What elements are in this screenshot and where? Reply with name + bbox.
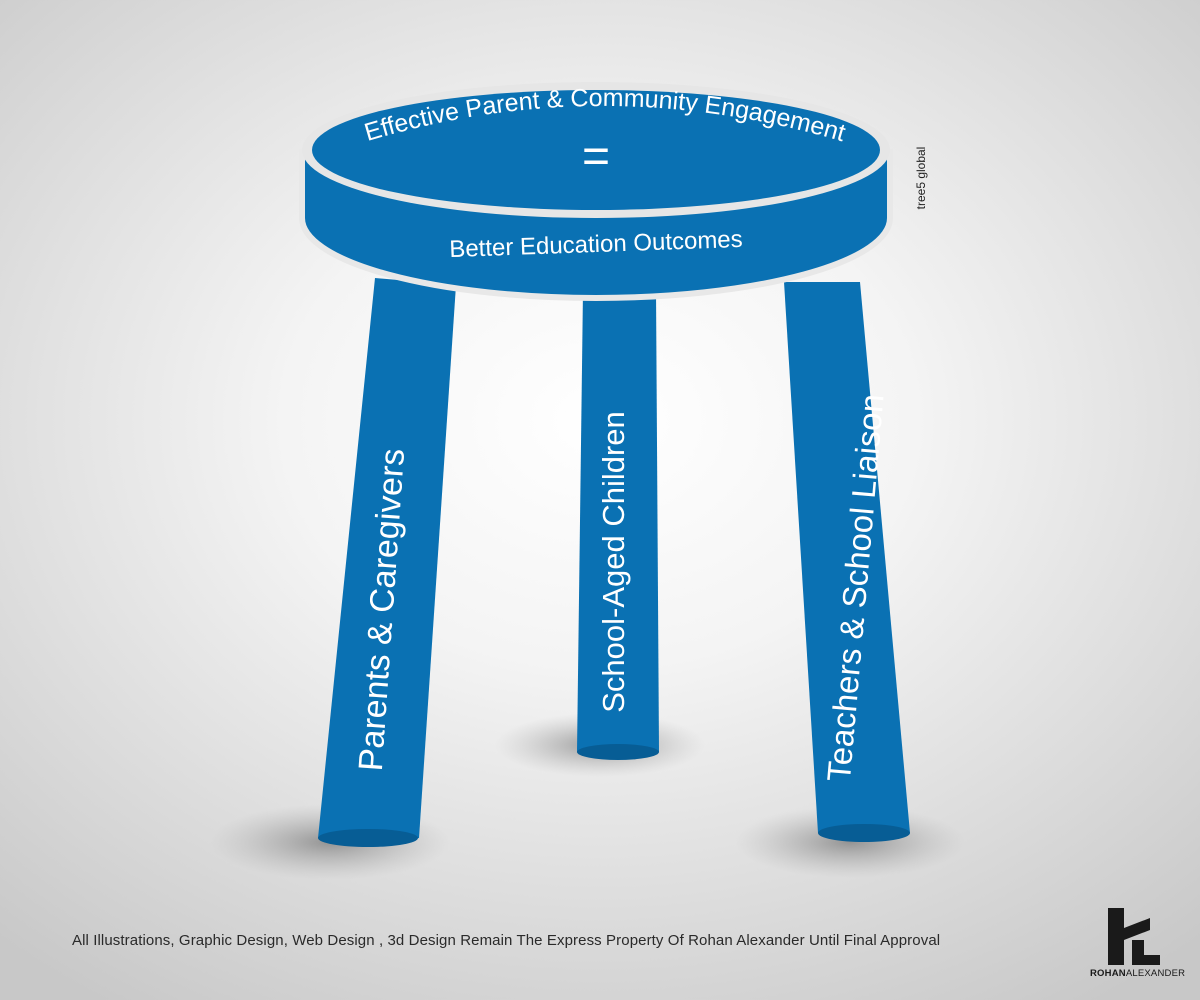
leg-middle [577, 290, 659, 760]
leg-right [784, 282, 910, 842]
leg-middle-label: School-Aged Children [596, 411, 631, 713]
logo-wordmark: ROHANALEXANDER [1090, 968, 1200, 979]
logo-wordmark-last: ALEXANDER [1125, 968, 1186, 979]
leg-left [318, 278, 456, 847]
seat-top-surface [312, 90, 880, 210]
seat-equals-sign: = [582, 130, 610, 183]
stool-seat [299, 82, 893, 301]
rohan-alexander-logo-icon [1108, 908, 1160, 965]
logo-wordmark-first: ROHAN [1090, 968, 1126, 979]
copyright-notice: All Illustrations, Graphic Design, Web D… [72, 932, 941, 949]
tree5-global-watermark: tree5 global [914, 147, 928, 210]
